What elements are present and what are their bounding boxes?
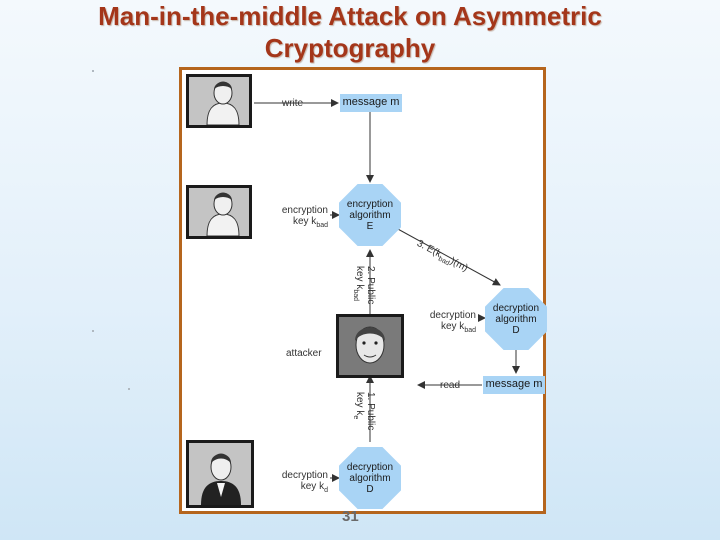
encryption-algorithm-node: encryption algorithm E	[339, 184, 401, 246]
sender-portrait	[186, 74, 252, 128]
person-silhouette-icon	[189, 188, 249, 236]
bullet-dot	[128, 388, 130, 390]
receiver-portrait	[186, 440, 254, 508]
slide-number: 31	[342, 508, 359, 525]
attacker-portrait	[336, 314, 404, 378]
arrow-layer	[254, 99, 520, 482]
message-node-top: message m	[340, 94, 402, 112]
encryption-key-label: encryption key kbad	[281, 205, 328, 229]
write-label: write	[282, 98, 304, 109]
decryption-key-bad-label: decryption key kbad	[429, 310, 476, 334]
diagram-frame: write message m encryption key kbad encr…	[179, 67, 547, 514]
step1-label: 1. Public key ke	[352, 392, 376, 431]
step2-label: 2. Public key kbad	[352, 266, 376, 305]
message-node-bottom: message m	[483, 376, 545, 394]
attacker-face-icon	[339, 317, 401, 375]
decryption-algorithm-node-receiver: decryption algorithm D	[339, 447, 401, 509]
bullet-dot	[92, 70, 94, 72]
person-suit-icon	[189, 443, 251, 505]
decryption-algorithm-node-attacker: decryption algorithm D	[485, 288, 547, 350]
decryption-key-d-label: decryption key kd	[281, 470, 328, 494]
person-silhouette-icon	[189, 77, 249, 125]
arrow-step3	[395, 227, 501, 286]
slide-title: Man-in-the-middle Attack on Asymmetric C…	[98, 1, 602, 63]
read-label: read	[440, 380, 461, 391]
attacker-label: attacker	[286, 348, 322, 359]
encryptor-portrait	[186, 185, 252, 239]
bullet-dot	[92, 330, 94, 332]
